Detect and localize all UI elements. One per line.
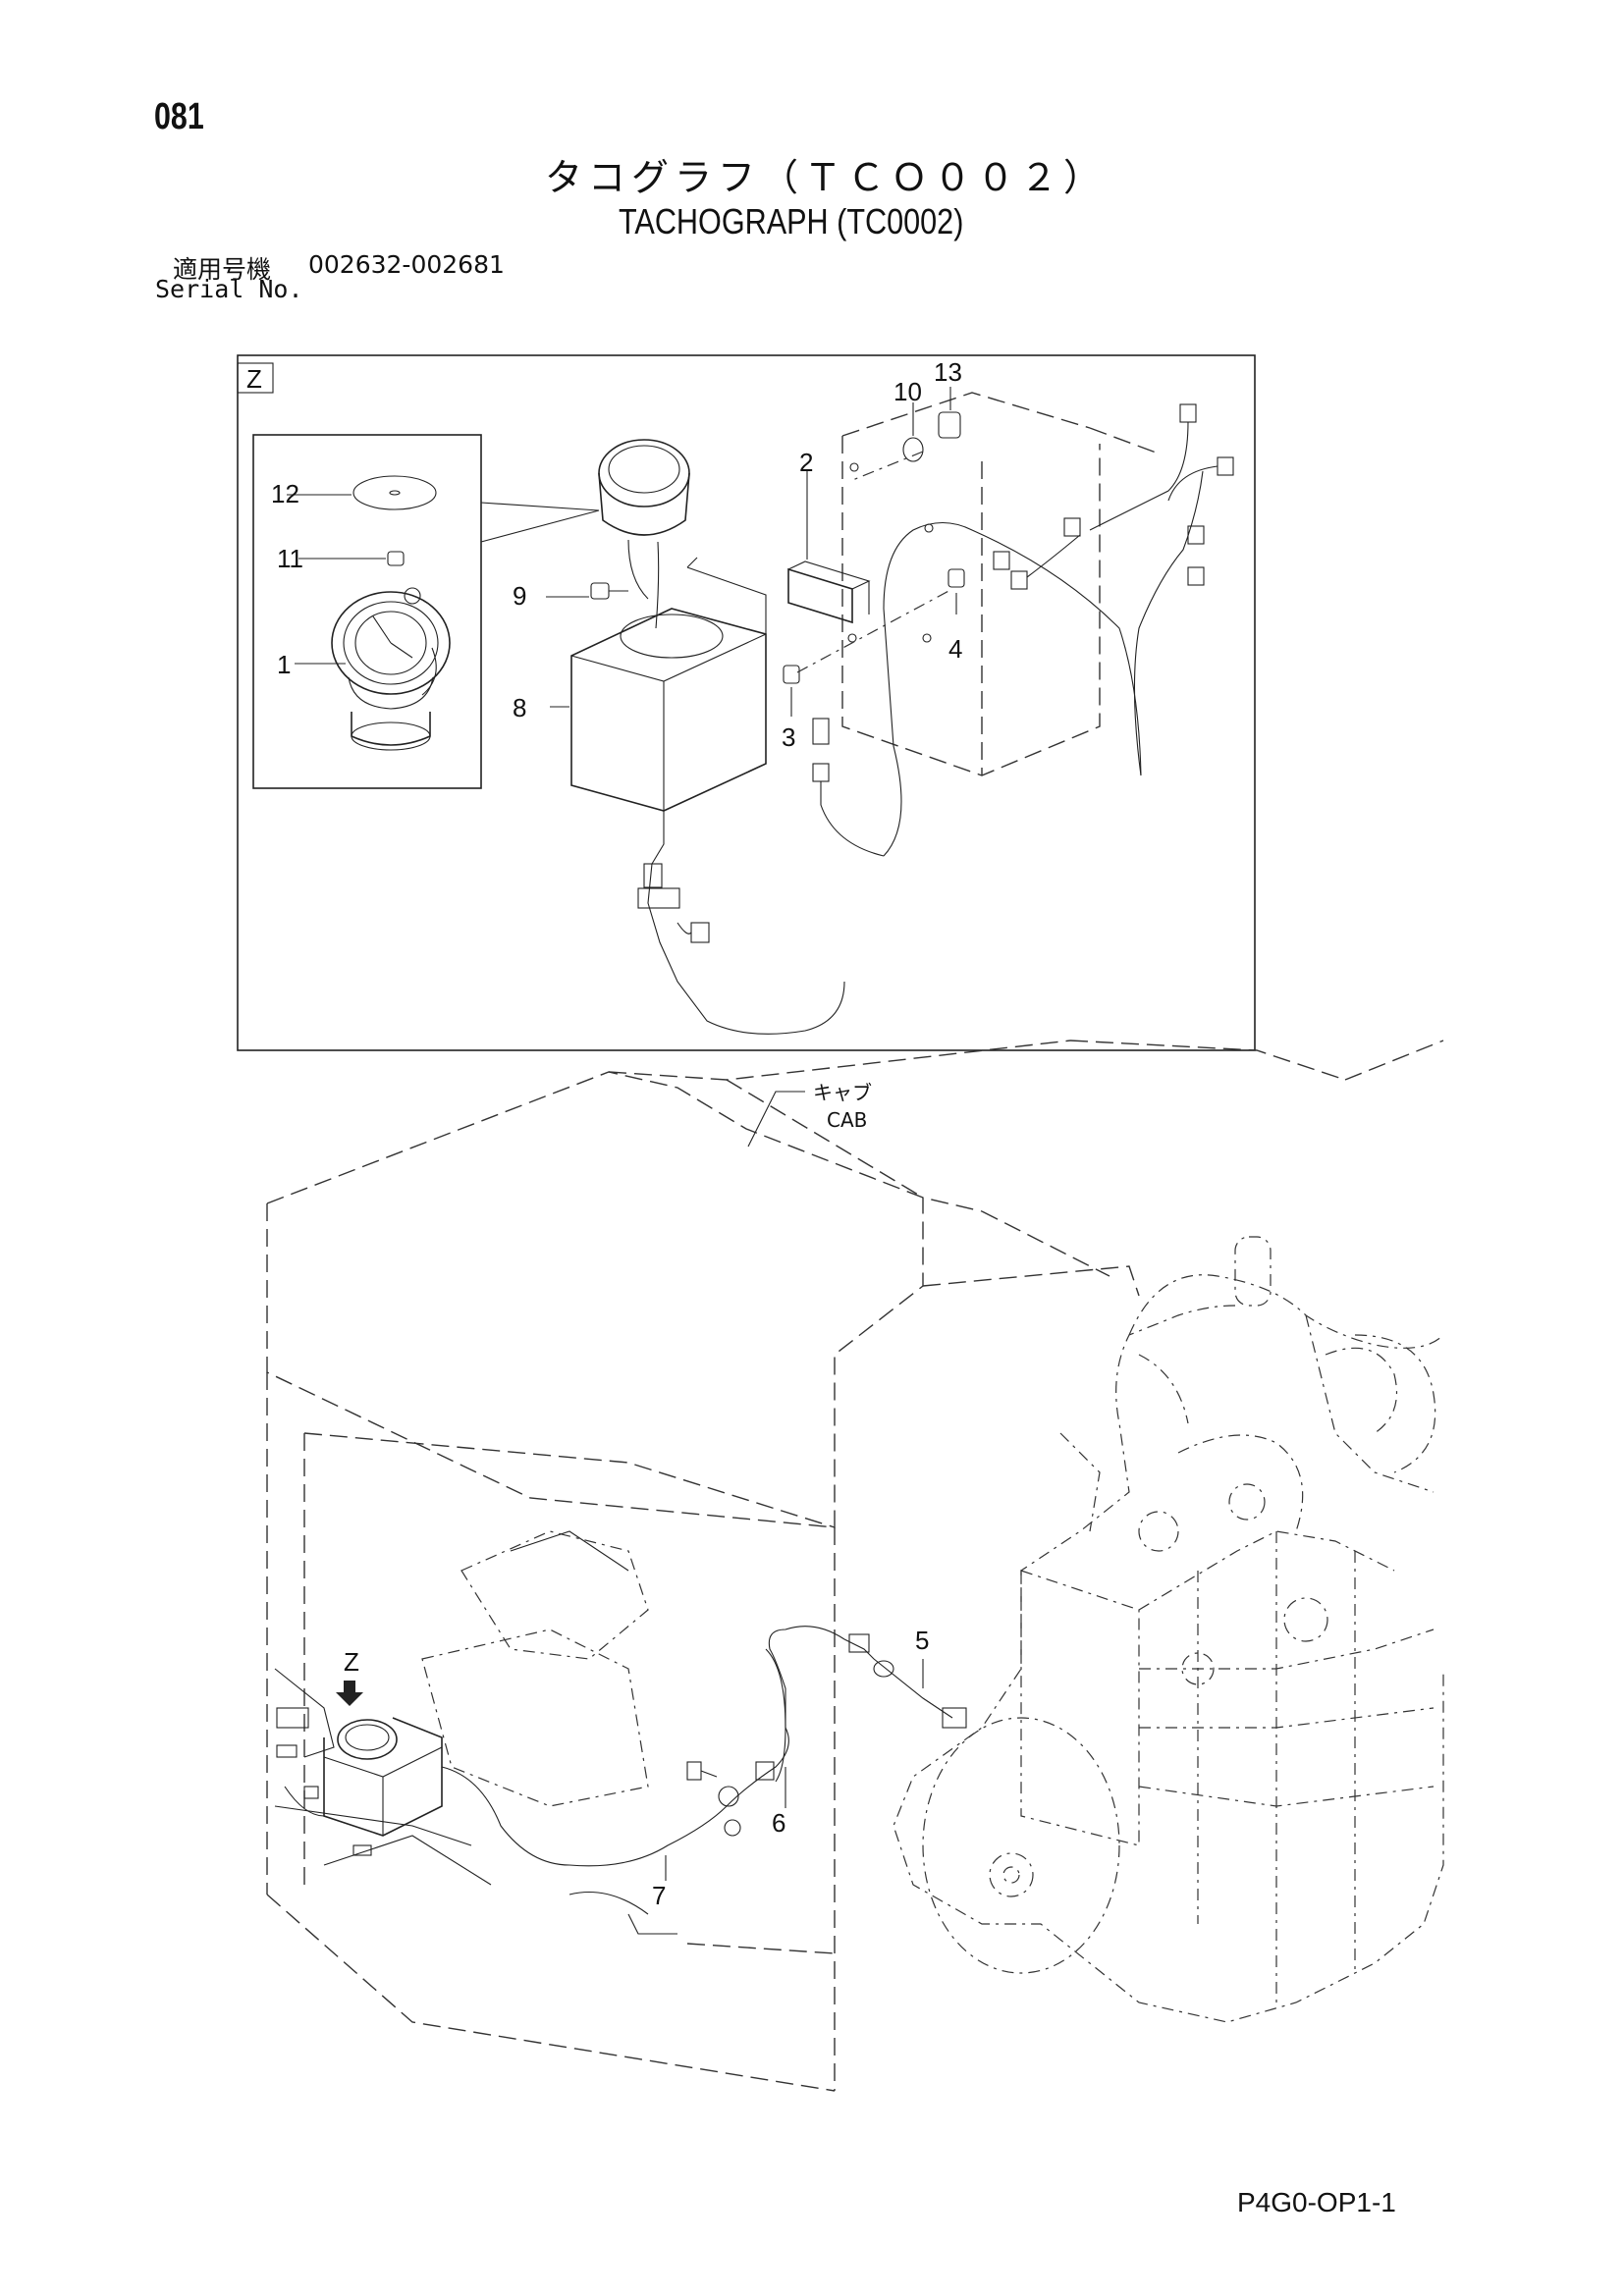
relay bbox=[787, 567, 853, 624]
serial-range: 002632-002681 bbox=[308, 250, 505, 279]
callout-3: 3 bbox=[782, 722, 795, 752]
cab-label-japanese: キャブ bbox=[813, 1081, 872, 1104]
detail-view-z: Z 12 bbox=[237, 354, 1256, 1051]
page-number: 081 bbox=[154, 96, 204, 137]
footer-code: P4G0-OP1-1 bbox=[1237, 2187, 1396, 2217]
callout-11: 9 bbox=[513, 581, 526, 611]
gauge-inset: 12 11 1 bbox=[252, 434, 600, 789]
tachograph-installed: Z bbox=[276, 1647, 443, 1856]
view-letter: Z bbox=[246, 364, 262, 394]
callout-12: 10 bbox=[893, 377, 922, 406]
callout-13: 13 bbox=[934, 357, 962, 387]
callout-4: 4 bbox=[948, 634, 962, 664]
callout-1: 1 bbox=[277, 650, 291, 679]
serial-label-english: Serial No. bbox=[155, 275, 303, 303]
callout-10: 8 bbox=[513, 693, 526, 722]
sensor-cable: 6 7 bbox=[441, 1626, 845, 1910]
gauge-body bbox=[331, 587, 451, 751]
title-english: TACHOGRAPH (TC0002) bbox=[619, 201, 964, 241]
detail-frame bbox=[237, 354, 1256, 1051]
inset-frame bbox=[252, 434, 482, 789]
cover-disc bbox=[352, 475, 437, 510]
speed-sensor: 5 bbox=[843, 1626, 967, 1729]
view-arrow-icon bbox=[336, 1681, 363, 1706]
view-marker-z: Z bbox=[344, 1647, 359, 1677]
serial-label-japanese: 適用号機 bbox=[173, 255, 272, 284]
callout-2: 2 bbox=[799, 448, 813, 477]
view-letter-box bbox=[237, 362, 274, 394]
callout-6: 6 bbox=[772, 1808, 785, 1838]
knob bbox=[387, 551, 405, 566]
inset-pointer bbox=[480, 502, 600, 543]
cab-label-english: CAB bbox=[827, 1108, 867, 1132]
title-japanese: タコグラフ（ＴＣＯ００２） bbox=[545, 156, 1108, 199]
main-view: キャブ CAB Z bbox=[266, 1040, 1444, 2092]
callout-9: 12 bbox=[271, 479, 299, 508]
dash-console bbox=[274, 1530, 677, 1935]
tachograph-box bbox=[570, 608, 767, 812]
callout-8: 11 bbox=[277, 544, 303, 573]
callout-7: 7 bbox=[652, 1881, 666, 1910]
callout-5: 5 bbox=[915, 1626, 929, 1655]
engine bbox=[893, 1236, 1444, 2023]
mounting-panel: 2 3 4 10 13 bbox=[782, 357, 1234, 857]
tachograph-unit: 9 8 bbox=[513, 439, 845, 1035]
